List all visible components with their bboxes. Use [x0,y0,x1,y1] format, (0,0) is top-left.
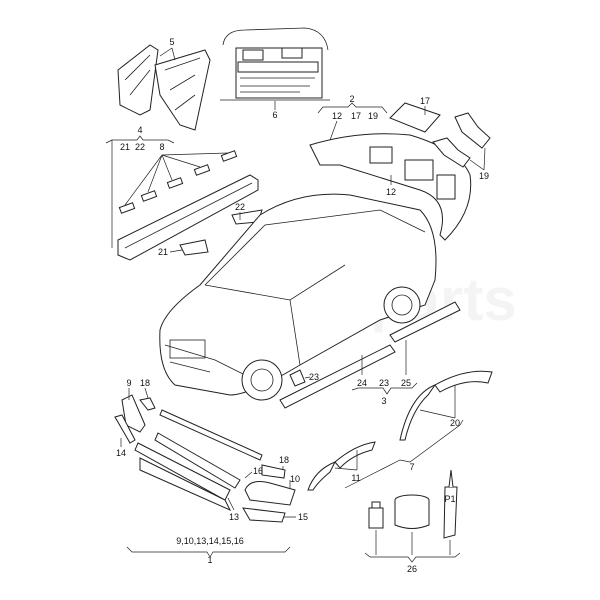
callout-19: 19 [479,171,489,181]
callout-14: 14 [116,448,126,458]
callout-3-25: 25 [401,378,411,388]
callout-15: 15 [298,512,308,522]
callout-3-24: 24 [357,378,367,388]
part-26-repair-kit [364,469,461,563]
callout-1-group: 9,10,13,14,15,16 [176,536,244,546]
callout-3-23: 23 [379,378,389,388]
part-1-front-bumper [114,387,296,558]
callout-7: 7 [409,462,414,472]
callout-p1: P1 [444,494,455,504]
part-2-rear-diffuser [309,102,472,241]
part-17-panel [389,102,441,133]
callout-21: 21 [158,247,168,257]
callout-4-21: 21 [120,142,130,152]
callout-18b: 18 [279,455,289,465]
callout-2-17: 17 [351,111,361,121]
callout-6: 6 [272,110,277,120]
callout-17: 17 [420,96,430,106]
callout-2-19: 19 [368,111,378,121]
part-5-jack-holder [117,44,211,131]
callout-4-22: 22 [135,142,145,152]
part-19-exhaust-tips [432,112,491,171]
callout-2: 2 [349,94,354,104]
part-6-tool-kit [220,27,330,110]
part-4-running-board [105,135,263,261]
part-3-side-trims [279,301,461,409]
callout-16: 16 [253,466,263,476]
callout-12: 12 [386,187,396,197]
callout-1: 1 [207,555,212,565]
callout-18a: 18 [140,378,150,388]
callout-10: 10 [290,474,300,484]
vehicle-body [159,193,437,401]
callout-26: 26 [407,564,417,574]
callout-3: 3 [381,396,386,406]
callout-2-12: 12 [332,111,342,121]
callout-13: 13 [229,512,239,522]
callout-20: 20 [450,418,460,428]
callout-4: 4 [137,125,142,135]
callout-23: 23 [309,372,319,382]
callout-8: 8 [159,142,164,152]
callout-22: 22 [235,202,245,212]
callout-11: 11 [351,473,360,483]
callout-9: 9 [126,378,131,388]
callout-5: 5 [169,37,174,47]
part-7-wheel-arch-trims [307,370,493,491]
